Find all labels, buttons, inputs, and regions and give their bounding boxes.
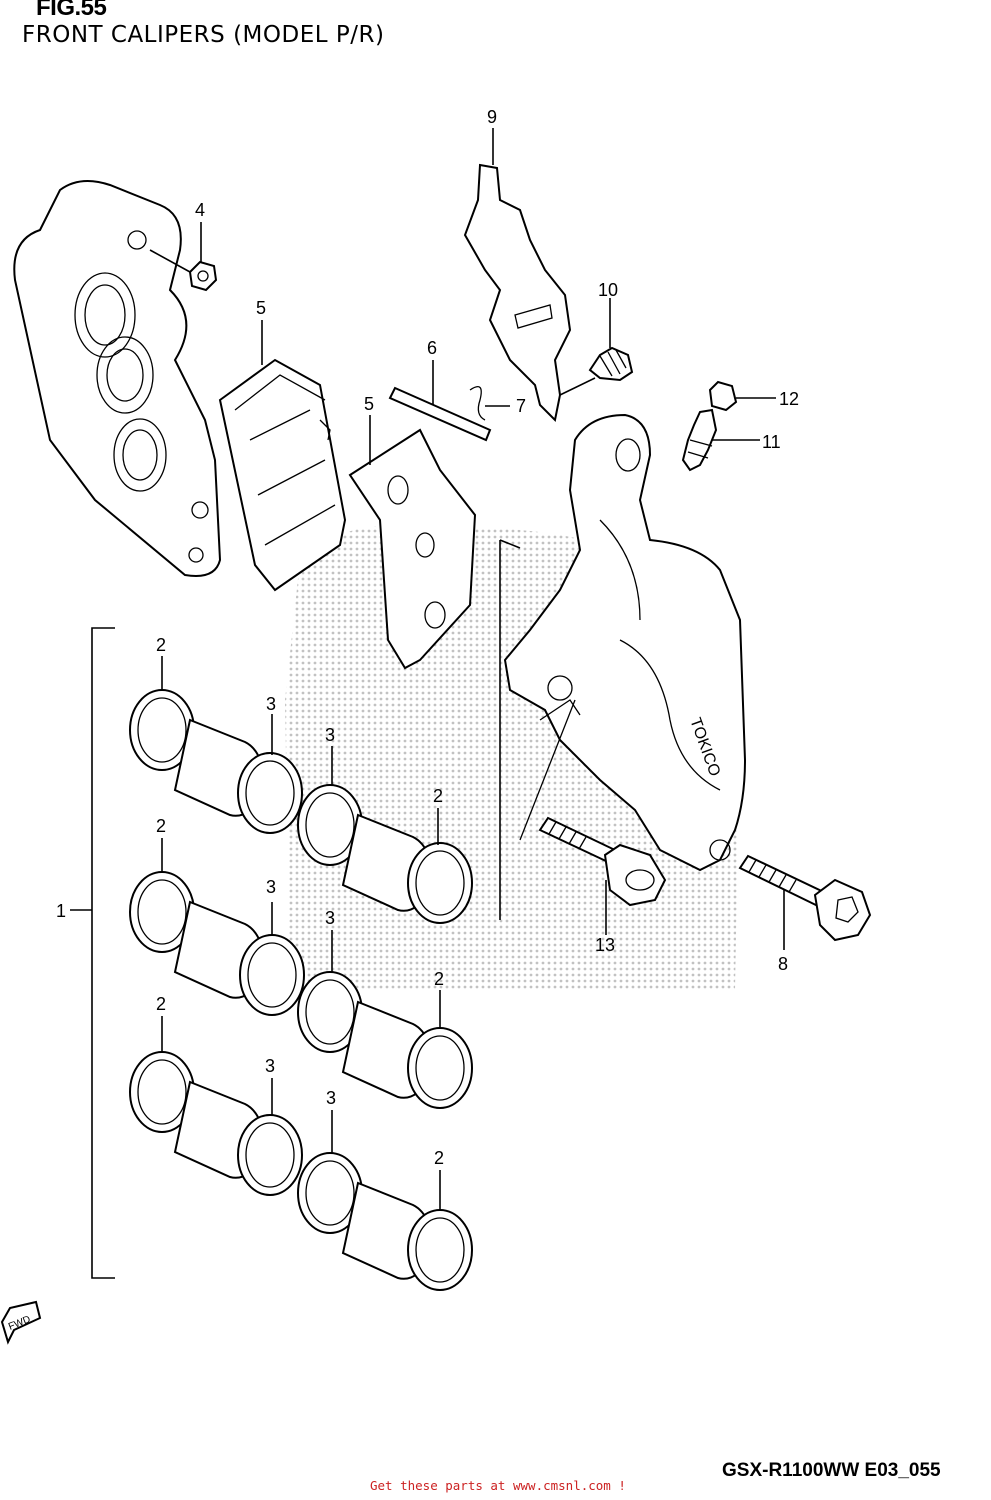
figure-title: FRONT CALIPERS (MODEL P/R) <box>22 22 385 48</box>
callout-2: 2 <box>156 994 166 1014</box>
callout-3: 3 <box>325 908 335 928</box>
callout-9: 9 <box>487 107 497 127</box>
figure-number: FIG.55 <box>36 0 107 21</box>
callout-13: 13 <box>595 935 615 955</box>
caliper-half-left[interactable] <box>13 180 222 577</box>
callout-11: 11 <box>762 432 781 452</box>
callout-4: 4 <box>195 200 205 220</box>
pad-spring-plate[interactable] <box>463 163 572 423</box>
callout-5: 5 <box>256 298 266 318</box>
piston-set-6[interactable] <box>297 1152 473 1291</box>
callout-2: 2 <box>434 969 444 989</box>
callout-3: 3 <box>266 694 276 714</box>
model-code: GSX-R1100WW E03_055 <box>722 1460 941 1481</box>
brake-pad-right[interactable] <box>348 428 477 670</box>
seal-leaders <box>161 656 441 1210</box>
callout-2: 2 <box>156 635 166 655</box>
nut[interactable] <box>188 260 218 292</box>
callout-5: 5 <box>364 394 374 414</box>
callout-6: 6 <box>427 338 437 358</box>
leader-line <box>149 249 191 273</box>
piston-set-4[interactable] <box>297 971 473 1109</box>
caliper-mounting-bolt-long[interactable] <box>738 854 872 942</box>
callout-3: 3 <box>266 877 276 897</box>
callout-2: 2 <box>434 1148 444 1168</box>
callout-2: 2 <box>433 786 443 806</box>
callout-3: 3 <box>325 725 335 745</box>
caliper-half-right[interactable]: TOKICO <box>503 413 747 872</box>
piston-set-3[interactable] <box>129 871 305 1016</box>
pad-pin-clip[interactable] <box>469 386 486 421</box>
callout-3: 3 <box>265 1056 275 1076</box>
bleeder-valve[interactable] <box>681 408 718 472</box>
leader-line <box>499 539 521 549</box>
piston-set-5[interactable] <box>129 1051 303 1196</box>
assembly-bracket <box>70 627 115 1279</box>
piston-set-2[interactable] <box>297 784 473 924</box>
callout-12: 12 <box>779 389 799 409</box>
plug-bolt[interactable] <box>588 346 634 382</box>
callout-labels: 1 2 2 2 2 2 2 3 3 3 3 3 3 4 5 5 6 7 8 9 … <box>56 107 799 1168</box>
parts-link[interactable]: Get these parts at www.cmsnl.com ! <box>370 1478 626 1493</box>
brake-pad-left[interactable] <box>218 358 347 592</box>
leader-line <box>559 377 596 396</box>
forward-arrow-icon: FWD <box>0 1300 42 1345</box>
callout-2: 2 <box>156 816 166 836</box>
callout-8: 8 <box>778 954 788 974</box>
callout-10: 10 <box>598 280 618 300</box>
callout-3: 3 <box>326 1088 336 1108</box>
caliper-mounting-bolt-short[interactable] <box>538 816 667 907</box>
callout-1: 1 <box>56 901 66 921</box>
bleeder-cap[interactable] <box>708 380 738 412</box>
piston-set-1[interactable] <box>129 689 303 834</box>
pad-pin[interactable] <box>388 386 492 442</box>
callout-7: 7 <box>516 396 526 416</box>
